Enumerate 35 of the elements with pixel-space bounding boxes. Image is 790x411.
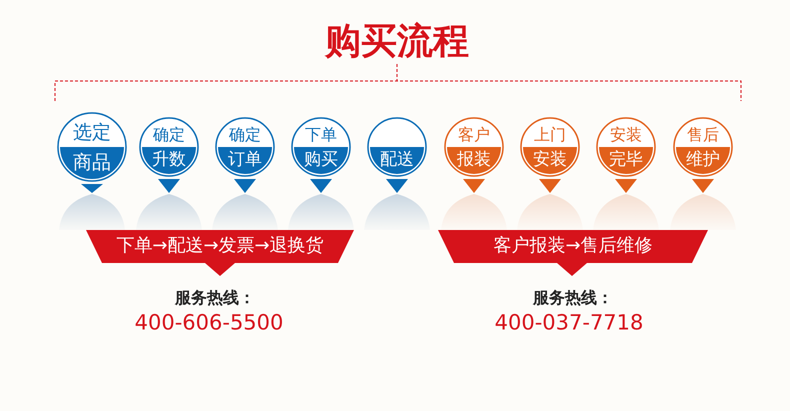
location-pin [56, 111, 128, 193]
step-label: 确定 [229, 126, 261, 144]
step-label: 上门 [534, 126, 566, 144]
step-label: 报装 [457, 150, 491, 170]
location-pin [672, 116, 734, 193]
step-label: 安装 [533, 150, 567, 170]
location-pin [595, 116, 657, 193]
location-pin [519, 116, 581, 193]
location-pin [290, 116, 352, 193]
step-label: 订单 [228, 150, 262, 170]
step-label: 维护 [686, 150, 720, 170]
step-label: 商品 [73, 152, 111, 174]
step-label: 升数 [152, 150, 186, 170]
step-label: 安装 [610, 126, 642, 144]
step-label: 购买 [304, 150, 338, 170]
step-label: 售后 [687, 126, 719, 144]
step-label: 配送 [380, 150, 414, 170]
banner-text: 下单→配送→发票→退换货 [116, 236, 324, 256]
phone-number: 400-606-5500 [134, 311, 284, 335]
step-label: 确定 [153, 126, 185, 144]
step-label: 选定 [73, 122, 111, 144]
banner-ribbon [438, 230, 708, 276]
location-pin [214, 116, 276, 193]
location-pin [366, 116, 428, 193]
hotline-label: 服务热线： [533, 289, 613, 307]
banner-ribbon [86, 230, 354, 276]
phone-number: 400-037-7718 [494, 311, 644, 335]
location-pin [138, 116, 200, 193]
step-label: 完毕 [609, 150, 643, 170]
location-pin [443, 116, 505, 193]
step-label: 客户 [458, 126, 490, 144]
title: 购买流程 [325, 22, 469, 62]
hotline-label: 服务热线： [175, 289, 255, 307]
banner-text: 客户报装→售后维修 [493, 236, 653, 256]
step-label: 下单 [305, 126, 337, 144]
